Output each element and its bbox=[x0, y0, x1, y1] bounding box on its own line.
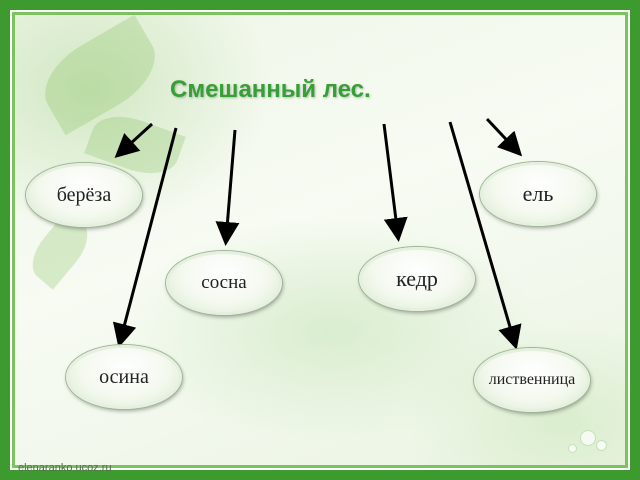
bubble-decoration bbox=[596, 440, 607, 451]
arrow-to-osina bbox=[112, 127, 178, 348]
node-kedr-label: кедр bbox=[396, 266, 438, 291]
diagram-title: Смешанный лес. bbox=[170, 76, 371, 103]
arrow-to-el bbox=[485, 117, 523, 157]
node-sosna-label: сосна bbox=[201, 272, 247, 293]
node-kedr: кедр bbox=[359, 247, 475, 311]
footer-source: elenaranko.ucoz.ru bbox=[18, 462, 112, 474]
node-el-label: ель bbox=[522, 181, 554, 206]
node-osina-label: осина bbox=[99, 365, 149, 388]
node-el: ель bbox=[480, 162, 596, 226]
bubble-decoration bbox=[580, 430, 596, 446]
node-bereza: берёза bbox=[26, 163, 142, 227]
arrow-to-kedr bbox=[382, 123, 408, 242]
arrow-to-bereza bbox=[114, 122, 154, 159]
node-bereza-label: берёза bbox=[56, 183, 112, 206]
node-sosna: сосна bbox=[166, 251, 282, 315]
node-osina: осина bbox=[66, 345, 182, 409]
node-listvennitsa: лиственница bbox=[474, 348, 590, 412]
bubble-decoration bbox=[568, 444, 577, 453]
arrow-to-sosna bbox=[215, 129, 240, 246]
node-listvennitsa-label: лиственница bbox=[488, 371, 576, 388]
arrow-to-listvennitsa bbox=[448, 121, 522, 350]
